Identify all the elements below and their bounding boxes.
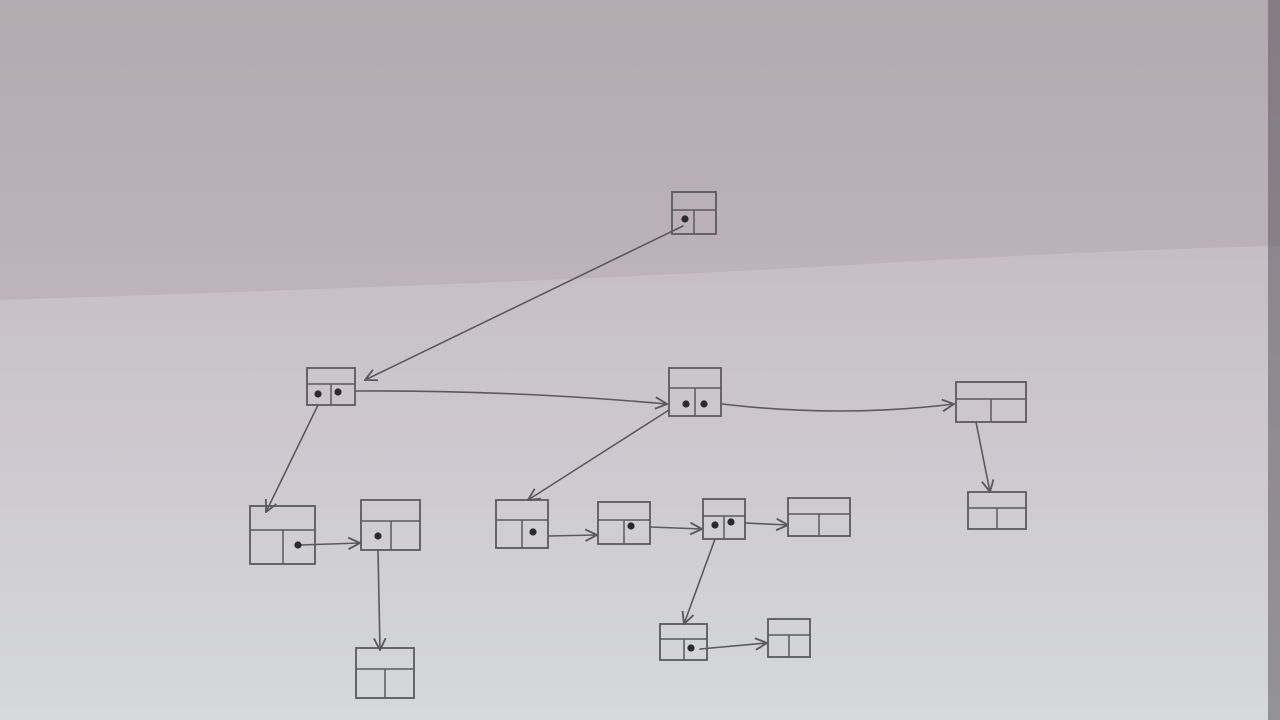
arrow-n06-to-n07 [378, 549, 380, 650]
box-node-n02 [306, 367, 356, 406]
paper-right-edge [1268, 0, 1280, 720]
pointer-dot [374, 532, 382, 540]
box-node-n06 [360, 499, 421, 551]
edges-layer [266, 225, 990, 650]
arrow-n13-to-n14 [699, 643, 767, 649]
pointer-dot [700, 400, 708, 408]
pointer-dot [314, 390, 322, 398]
arrow-n03-to-n04 [721, 404, 954, 411]
arrow-n02-to-n05 [266, 404, 319, 512]
box-node-n13 [659, 623, 708, 661]
arrow-n03-to-n08 [528, 409, 670, 500]
arrow-n10-to-n13 [684, 538, 716, 624]
arrow-n08-to-n09 [547, 535, 597, 536]
box-node-n01 [671, 191, 717, 235]
pointer-dot [711, 521, 719, 529]
arrow-n04-to-n12 [975, 421, 990, 492]
box-node-n10 [702, 498, 746, 540]
arrow-n01-to-n02 [365, 225, 684, 380]
box-node-n08 [495, 499, 549, 549]
arrow-n02-to-n03 [355, 390, 667, 404]
pointer-dot [682, 400, 690, 408]
arrow-n09-to-n10 [649, 527, 702, 529]
box-node-n14 [767, 618, 811, 658]
arrow-n05-to-n06 [299, 543, 360, 545]
pointer-dot [727, 518, 735, 526]
box-node-n04 [955, 381, 1027, 423]
box-node-n03 [668, 367, 722, 417]
paper-fold-shadow [0, 0, 1280, 300]
box-node-n05 [249, 505, 316, 565]
box-node-n09 [597, 501, 651, 545]
nodes-layer [249, 191, 1027, 699]
pointer-dot [681, 215, 689, 223]
pointer-dot [627, 522, 635, 530]
arrow-n10-to-n11 [744, 523, 788, 525]
box-node-n11 [787, 497, 851, 537]
box-node-n07 [355, 647, 415, 699]
pointer-dot [294, 541, 302, 549]
box-node-n12 [967, 491, 1027, 530]
pointer-dot [334, 388, 342, 396]
pointer-dot [687, 644, 695, 652]
pointer-dot [529, 528, 537, 536]
